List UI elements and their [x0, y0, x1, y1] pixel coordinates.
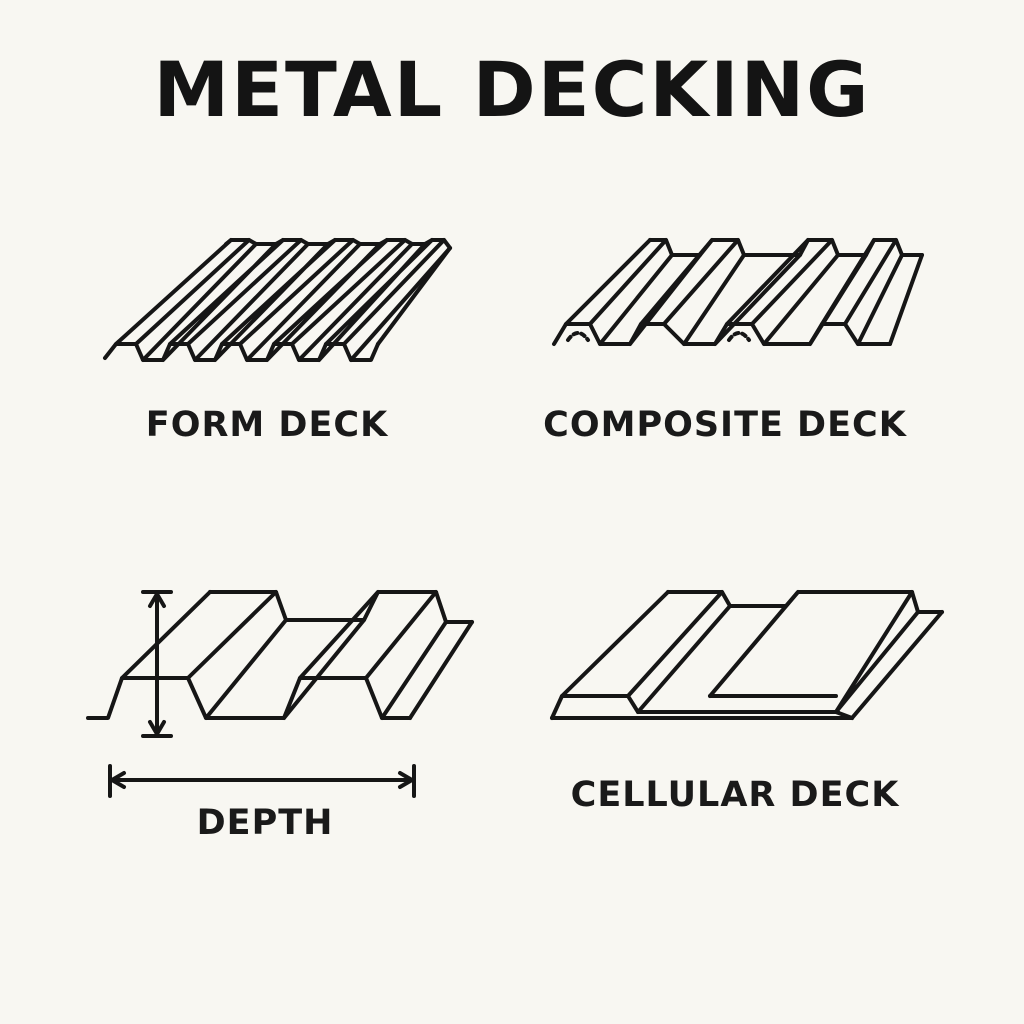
depth-deck-illustration: [86, 590, 474, 798]
width-arrow-left: [110, 771, 126, 789]
depth-deck-ridges: [120, 590, 448, 720]
depth-deck-back-edge: [208, 590, 474, 624]
composite-deck-embossment: [566, 331, 751, 342]
cellular-deck-label: CELLULAR DECK: [570, 775, 900, 815]
diagram-title: METAL DECKING: [153, 45, 871, 134]
form-deck-label: FORM DECK: [145, 405, 389, 445]
cellular-deck-front-profile: [550, 694, 854, 720]
cellular-deck-ridges: [560, 590, 920, 714]
depth-vertical-arrow-up: [148, 592, 166, 608]
depth-vertical-arrow-down: [148, 720, 166, 736]
form-deck-illustration: [103, 238, 452, 362]
composite-deck-back-edge: [648, 238, 924, 257]
composite-deck-illustration: [552, 238, 924, 346]
composite-deck-label: COMPOSITE DECK: [543, 405, 907, 445]
depth-label: DEPTH: [196, 803, 334, 843]
cellular-deck-cell-top: [636, 694, 840, 714]
form-deck-ridges: [114, 238, 452, 362]
cellular-deck-right-edge: [850, 610, 944, 720]
composite-deck-right-edge: [888, 253, 924, 346]
depth-deck-profile: [86, 676, 412, 720]
depth-deck-right-edge: [408, 620, 474, 720]
form-deck-back-edge: [224, 238, 452, 250]
width-arrow-right: [398, 771, 414, 789]
cellular-deck-illustration: [550, 590, 944, 720]
composite-deck-ribs: [564, 238, 904, 346]
